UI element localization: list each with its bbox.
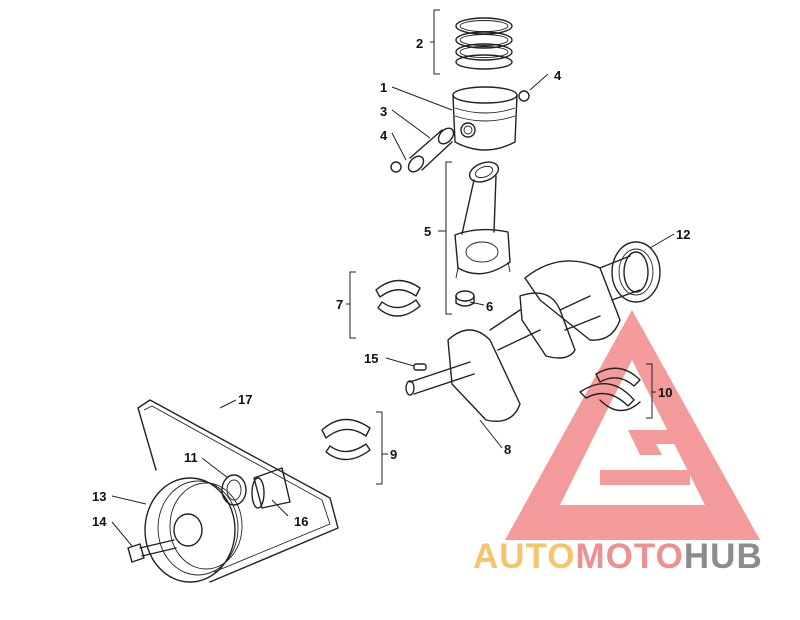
crankshaft-icon xyxy=(405,251,649,422)
callout-7: 7 xyxy=(336,297,343,312)
watermark-triangle-icon xyxy=(505,310,760,540)
callout-9: 9 xyxy=(390,447,397,462)
callout-5: 5 xyxy=(424,224,431,239)
watermark-moto: MOTO xyxy=(576,537,684,576)
oil-seal-icon xyxy=(611,241,661,303)
callout-13: 13 xyxy=(92,489,106,504)
bolt-icon xyxy=(127,539,177,563)
thrust-washer-icon xyxy=(579,367,641,412)
watermark-logo xyxy=(505,310,760,540)
connecting-rod-icon xyxy=(454,161,511,279)
washer-icon xyxy=(221,474,247,506)
watermark-g-icon xyxy=(600,430,690,485)
watermark-auto: AUTO xyxy=(473,537,576,576)
piston-rings-icon xyxy=(455,17,513,70)
nut-icon xyxy=(455,290,475,307)
main-bearing-shell-icon xyxy=(321,418,371,461)
callout-14: 14 xyxy=(92,514,107,529)
belt-icon xyxy=(137,399,339,583)
circlip-icon xyxy=(390,90,530,173)
pulley-icon xyxy=(144,477,243,583)
callout-17: 17 xyxy=(238,392,252,407)
callout-16: 16 xyxy=(294,514,308,529)
callout-6: 6 xyxy=(486,299,493,314)
bearing-shell-icon xyxy=(375,279,421,317)
callout-4-upper: 4 xyxy=(554,68,562,83)
callout-12: 12 xyxy=(676,227,690,242)
leader-lines xyxy=(111,9,675,547)
callout-15: 15 xyxy=(364,351,378,366)
callout-1: 1 xyxy=(380,80,387,95)
callout-8: 8 xyxy=(504,442,511,457)
callout-3: 3 xyxy=(380,104,387,119)
watermark-text: AUTOMOTOHUB xyxy=(473,537,763,576)
piston-icon xyxy=(452,86,518,151)
piston-pin-icon xyxy=(407,127,455,173)
callout-11: 11 xyxy=(184,450,198,465)
key-icon xyxy=(413,363,427,371)
watermark-hub: HUB xyxy=(684,537,763,576)
callout-2: 2 xyxy=(416,36,423,51)
callout-4-lower: 4 xyxy=(380,128,388,143)
callout-labels: 2 1 3 4 4 5 6 7 8 9 10 11 12 13 14 15 16… xyxy=(92,36,690,529)
gear-icon xyxy=(251,467,291,509)
callout-10: 10 xyxy=(658,385,672,400)
